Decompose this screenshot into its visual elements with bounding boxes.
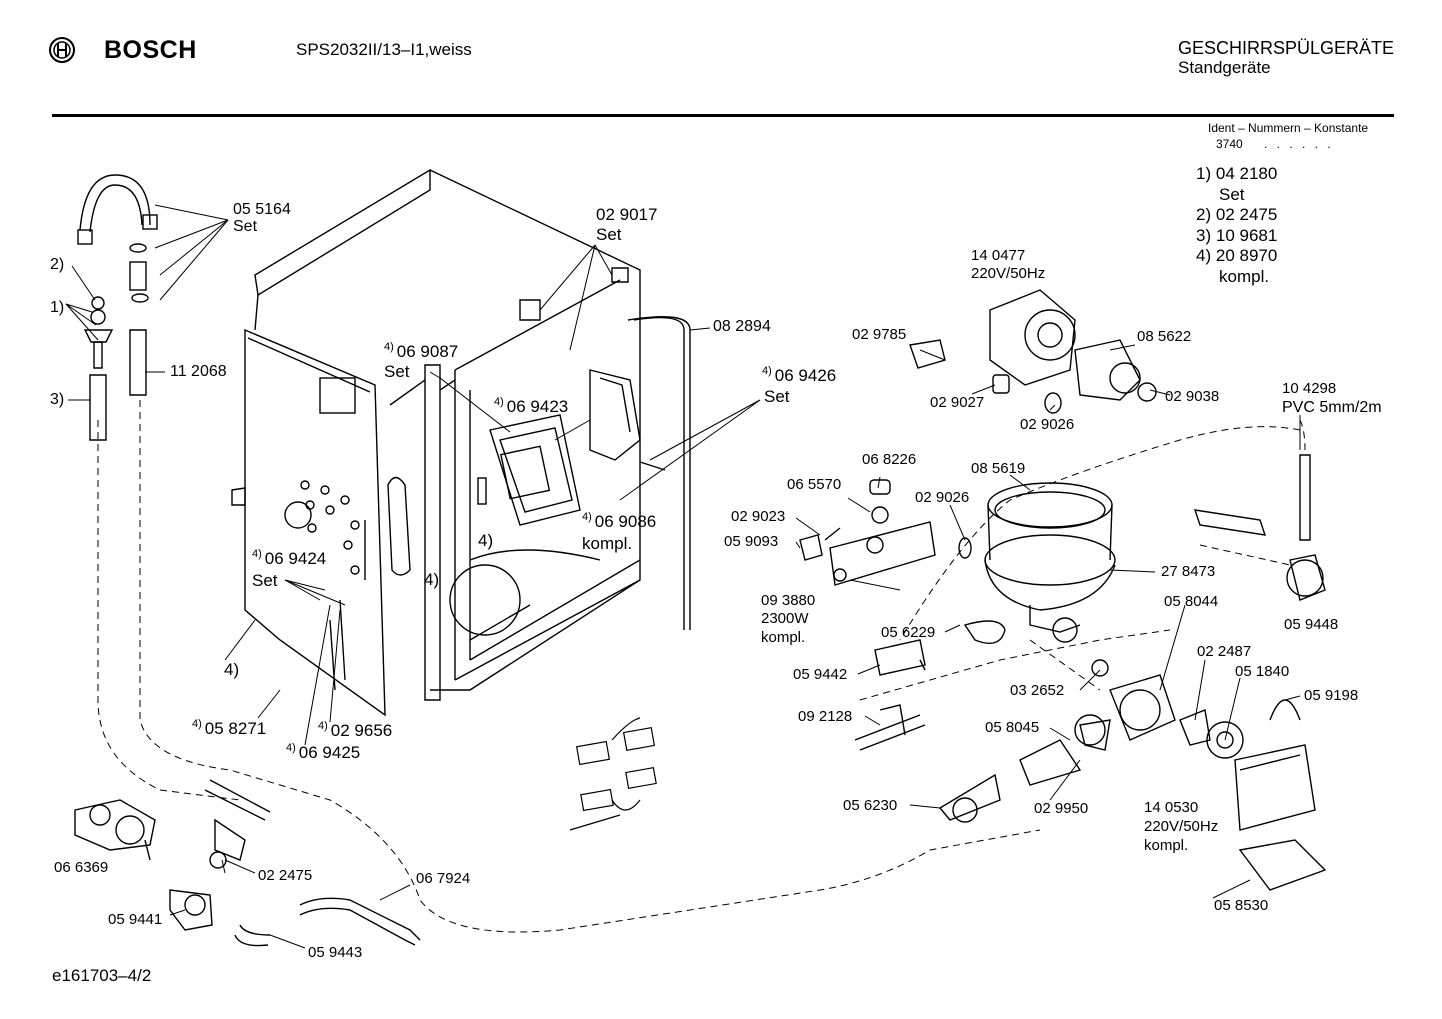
part-label: 05 9198 [1304, 687, 1359, 704]
part-label: 4)06 9424 [252, 548, 327, 568]
callout-label: 2) [50, 256, 65, 273]
part-label: 05 8044 [1164, 593, 1219, 610]
footnote-num: 4) [1196, 246, 1212, 265]
part-label: 05 9442 [793, 666, 848, 683]
part-label: 14 0477 [971, 247, 1026, 264]
model-number: SPS2032II/13–I1,weiss [296, 40, 472, 59]
part-label: 02 9785 [852, 326, 907, 343]
part-label: kompl. [761, 629, 806, 646]
part-label: 05 9448 [1284, 616, 1339, 633]
part-label: 11 2068 [170, 363, 227, 380]
footnote-num: 3) [1196, 226, 1212, 245]
category-subtitle: Standgeräte [1178, 58, 1271, 77]
part-label: 05 8045 [985, 719, 1040, 736]
part-label: 05 9441 [108, 911, 163, 928]
footnote-text: 04 2180 [1215, 164, 1278, 183]
part-label: 06 8226 [862, 451, 917, 468]
brand-name: BOSCH [104, 36, 197, 64]
part-label: 4)06 9426 [762, 365, 837, 385]
part-label: 03 2652 [1010, 682, 1065, 699]
part-label: 05 8530 [1214, 897, 1269, 914]
callout-label: 4) [424, 570, 440, 589]
part-label: 02 9950 [1034, 800, 1089, 817]
footnote-4-sub: kompl. [1219, 267, 1270, 286]
category-title: GESCHIRRSPÜLGERÄTE [1178, 38, 1395, 58]
part-label: 06 5570 [787, 476, 842, 493]
part-label: Set [764, 387, 790, 406]
part-label: 02 2475 [258, 867, 313, 884]
part-label: Set [252, 571, 278, 590]
callout-label: 4) [478, 531, 494, 550]
part-label: 05 6230 [843, 797, 898, 814]
part-label: 08 5622 [1137, 328, 1192, 345]
part-label: 05 1840 [1235, 663, 1290, 680]
part-label: 27 8473 [1161, 563, 1216, 580]
part-label: 09 3880 [761, 592, 816, 609]
part-label: 06 7924 [416, 870, 471, 887]
footnote-1: 1) 04 2180 [1196, 164, 1277, 184]
footnote-4: 4) 20 8970 [1196, 246, 1277, 266]
part-label: Set [596, 225, 622, 244]
bosch-logo-icon [49, 37, 75, 63]
part-label: 4)06 9086 [582, 511, 657, 531]
part-label: 09 2128 [798, 708, 853, 725]
part-label: 02 9017 [596, 205, 658, 224]
part-label: 05 6229 [881, 624, 936, 641]
part-label: 4)06 9087 [384, 341, 459, 361]
part-label: 05 9093 [724, 533, 779, 550]
callout-label: 1) [50, 299, 65, 316]
part-label: Set [233, 218, 258, 235]
part-label: 02 9026 [915, 489, 970, 506]
part-label: 4)06 9425 [286, 742, 361, 762]
part-label: 4)06 9423 [494, 396, 569, 416]
part-label: 02 9027 [930, 394, 985, 411]
part-label: 220V/50Hz [971, 265, 1046, 282]
part-label: 08 5619 [971, 460, 1026, 477]
part-label: 4)05 8271 [192, 718, 267, 738]
part-label: 10 4298 [1282, 380, 1337, 397]
part-label: 2300W [761, 610, 809, 627]
header-divider [52, 114, 1394, 117]
part-label: 14 0530 [1144, 799, 1199, 816]
callout-label: 3) [50, 391, 65, 408]
footnote-text: 20 8970 [1215, 246, 1278, 265]
part-label: 05 9443 [308, 944, 363, 961]
part-label: 02 2487 [1197, 643, 1252, 660]
footnote-text: 10 9681 [1215, 226, 1278, 245]
ident-dots: . . . . . . [1264, 137, 1334, 151]
part-label: PVC 5mm/2m [1282, 399, 1382, 416]
part-label: kompl. [582, 534, 633, 553]
part-label: 05 5164 [233, 201, 291, 218]
footnote-3: 3) 10 9681 [1196, 226, 1277, 246]
part-label: 06 6369 [54, 859, 109, 876]
part-label: kompl. [1144, 837, 1189, 854]
part-label: 02 9023 [731, 508, 786, 525]
part-label: 02 9038 [1165, 388, 1220, 405]
footnote-2: 2) 02 2475 [1196, 205, 1277, 225]
part-label: 220V/50Hz [1144, 818, 1219, 835]
ident-value: 3740 [1216, 137, 1243, 151]
part-label: Set [384, 362, 410, 381]
callout-label: 4) [224, 660, 240, 679]
drawing-reference: e161703–4/2 [52, 966, 152, 985]
footnote-num: 2) [1196, 205, 1212, 224]
footnote-text: 02 2475 [1215, 205, 1278, 224]
footnote-num: 1) [1196, 164, 1212, 183]
part-label: 08 2894 [713, 318, 771, 335]
footnote-1-sub: Set [1219, 185, 1245, 204]
ident-title: Ident – Nummern – Konstante [1208, 121, 1369, 135]
part-label: 4)02 9656 [318, 720, 393, 740]
part-label: 02 9026 [1020, 416, 1075, 433]
